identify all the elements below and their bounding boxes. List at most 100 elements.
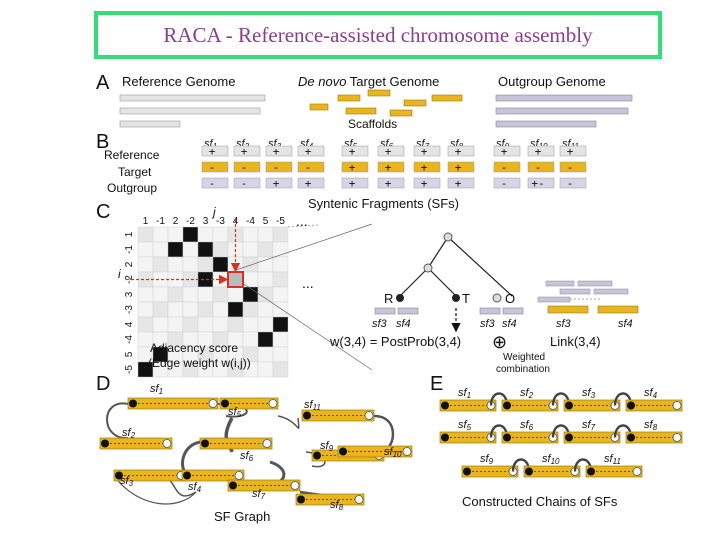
sf-sign-value: - (535, 161, 542, 174)
sf-node-label: sf3 (582, 387, 596, 400)
scaffold-bar (403, 99, 427, 107)
sf-node: sf6 (199, 437, 273, 463)
adjacency-matrix: 1-12-23-34-45-51-12-23-34-45-5 (124, 216, 319, 378)
sf-node-label: sf6 (240, 450, 254, 463)
matrix-row-label: -2 (124, 275, 135, 284)
chain-sf-node: sf11 (585, 453, 643, 478)
sf-sign-cell (297, 177, 325, 189)
matrix-cell (167, 286, 184, 303)
chain-sf-node: sf3 (563, 387, 621, 412)
sf-sign-value: + (349, 145, 356, 158)
tree-root-node (443, 232, 453, 242)
read-bar (559, 288, 591, 295)
sf-node-label: sf7 (252, 488, 266, 501)
sf-sign-value: + (385, 177, 392, 190)
sf3-label-link: sf3 (556, 318, 572, 330)
title-frame: RACA - Reference-assisted chromosome ass… (94, 11, 662, 59)
sf3-label-out: sf3 (480, 318, 496, 330)
tree-branch (427, 236, 449, 269)
matrix-cell (137, 256, 154, 273)
matrix-row-label: -3 (124, 305, 135, 314)
j-label: j (211, 205, 216, 219)
sf-sign-cell (297, 161, 325, 173)
matrix-cell (212, 316, 229, 333)
scaffold-bar (309, 103, 329, 111)
sf-head-end (313, 451, 321, 460)
sf-head-end (565, 401, 573, 410)
reference-genome-label: Reference Genome (122, 74, 235, 89)
sf-sign-value: - (241, 161, 248, 174)
matrix-cell (197, 226, 214, 243)
sf-node-label: sf9 (320, 440, 334, 453)
matrix-cell (212, 226, 229, 243)
scaffold-bar (367, 89, 391, 97)
matrix-cell (182, 241, 199, 258)
tree-label-t: T (462, 291, 470, 306)
page-title: RACA - Reference-assisted chromosome ass… (163, 22, 593, 47)
sf-node: sf8 (295, 493, 365, 512)
sf-sign-grid: sf1+--sf2+--sf3+-+sf4+-+sf5+++sf6+++sf7+… (201, 138, 587, 190)
sf-node-label: sf10 (542, 453, 560, 466)
sf-head-end (441, 401, 449, 410)
matrix-cell (197, 241, 214, 258)
sf-sign-cell (201, 145, 229, 157)
sf-node-label: sf10 (384, 446, 402, 459)
sf-node: sf1 (127, 383, 219, 410)
sf-head-end (627, 433, 635, 442)
matrix-cell (182, 226, 199, 243)
sf-node-label: sf8 (644, 419, 658, 432)
sf-sign-cell (341, 145, 369, 157)
sf-sign-cell (413, 161, 441, 173)
graph-edge (181, 440, 201, 474)
sf4-bar-ref (397, 307, 419, 315)
sf-node-label: sf6 (520, 419, 534, 432)
chain-sf-node: sf8 (625, 419, 683, 444)
sf-bar (127, 397, 219, 410)
sf-node-label: sf7 (582, 419, 596, 432)
sf-sign-cell (265, 145, 293, 157)
sf-node-label: sf5 (458, 419, 472, 432)
sf-head-end (201, 439, 209, 448)
sf-node-label: sf11 (304, 399, 321, 412)
sf-sign-value: - (501, 161, 508, 174)
matrix-cell (227, 316, 244, 333)
matrix-cell (227, 286, 244, 303)
combination-label: combination (496, 364, 550, 375)
sf-node: sf2 (99, 427, 173, 450)
matrix-col-label: -2 (186, 216, 195, 227)
sf-sign-cell (447, 145, 475, 157)
matrix-cell (272, 361, 289, 378)
sf-head-end (129, 399, 137, 408)
matrix-col-label: 3 (203, 216, 209, 227)
sf-sign-value: - (567, 161, 574, 174)
sf-head-end (525, 467, 533, 476)
matrix-cell (167, 301, 184, 318)
sf-sign-value: + (501, 145, 508, 158)
matrix-cell (182, 301, 199, 318)
sf-sign-cell (493, 145, 521, 157)
matrix-cell (242, 301, 259, 318)
sf-sign-cell (559, 161, 587, 173)
matrix-cell (137, 241, 154, 258)
chain-sf-node: sf7 (563, 419, 621, 444)
graph-edge (277, 415, 300, 429)
matrix-cell (137, 226, 154, 243)
sf-sign-cell (233, 145, 261, 157)
sf-sign-cell (559, 177, 587, 189)
sf-head-end (587, 467, 595, 476)
sf4-label-ref: sf4 (396, 318, 411, 330)
sf-sign-cell (377, 177, 405, 189)
sf3-scaffold-bar (547, 305, 589, 314)
sf-sign-value: + (305, 177, 312, 190)
sf4-label-out: sf4 (502, 318, 517, 330)
tree-branch (427, 267, 457, 297)
matrix-cell (212, 256, 229, 273)
matrix-cell (257, 301, 274, 318)
sf-sign-cell (265, 177, 293, 189)
sf-tail-end (402, 447, 412, 456)
read-bar (593, 288, 629, 295)
sf-sign-cell (377, 161, 405, 173)
syntenic-fragments-caption: Syntenic Fragments (SFs) (308, 196, 459, 211)
sf-sign-value: + (273, 145, 280, 158)
